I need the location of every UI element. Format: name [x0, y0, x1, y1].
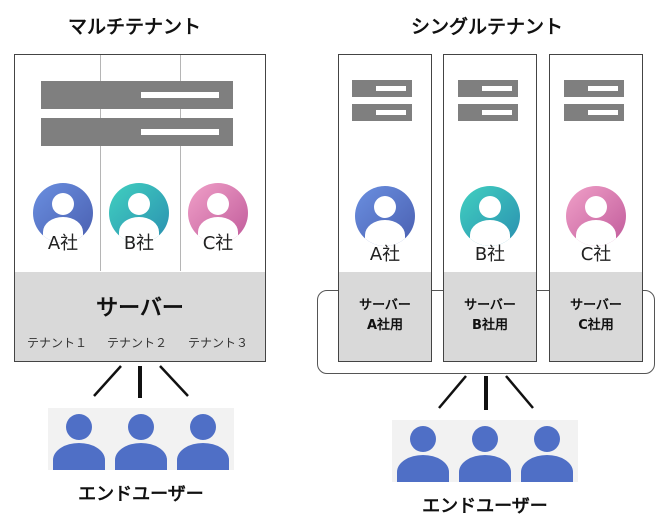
server-rack-icon — [458, 104, 518, 121]
tenant-label: テナント２ — [107, 336, 168, 350]
tenant-label: テナント１ — [27, 336, 88, 350]
company-label: B社 — [123, 233, 155, 254]
person-avatar-icon — [188, 183, 248, 243]
company-label: B社 — [474, 244, 506, 265]
person-avatar-icon — [33, 183, 93, 243]
end-user-icon — [392, 420, 454, 482]
person-avatar-icon — [460, 186, 520, 246]
end-user-label: エンドユーザー — [422, 496, 548, 517]
end-user-icon — [516, 420, 578, 482]
company-label: C社 — [580, 244, 612, 265]
server-rack-icon — [352, 104, 412, 121]
shared-server-area — [15, 272, 265, 361]
end-user-icon — [454, 420, 516, 482]
server-rack-icon — [458, 80, 518, 97]
multi-tenant-title: マルチテナント — [68, 16, 202, 38]
tenant-label: テナント３ — [188, 336, 249, 350]
server-label: サーバー — [96, 296, 184, 321]
dedicated-server-area — [550, 272, 642, 361]
company-label: A社 — [369, 244, 401, 265]
end-user-icon — [48, 408, 110, 470]
server-rack-icon — [352, 80, 412, 97]
tenant-divider — [180, 55, 181, 271]
single-tenant-title: シングルテナント — [411, 16, 564, 38]
end-user-label: エンドユーザー — [78, 484, 204, 505]
person-avatar-icon — [355, 186, 415, 246]
end-user-icon — [172, 408, 234, 470]
company-label: A社 — [47, 233, 79, 254]
server-rack-icon — [564, 104, 624, 121]
server-rack-icon — [564, 80, 624, 97]
company-label: C社 — [202, 233, 234, 254]
end-user-icon — [110, 408, 172, 470]
server-rack-icon — [41, 81, 233, 109]
dedicated-server-area — [444, 272, 536, 361]
person-avatar-icon — [109, 183, 169, 243]
server-rack-icon — [41, 118, 233, 146]
dedicated-server-area — [339, 272, 431, 361]
tenant-divider — [100, 55, 101, 271]
person-avatar-icon — [566, 186, 626, 246]
